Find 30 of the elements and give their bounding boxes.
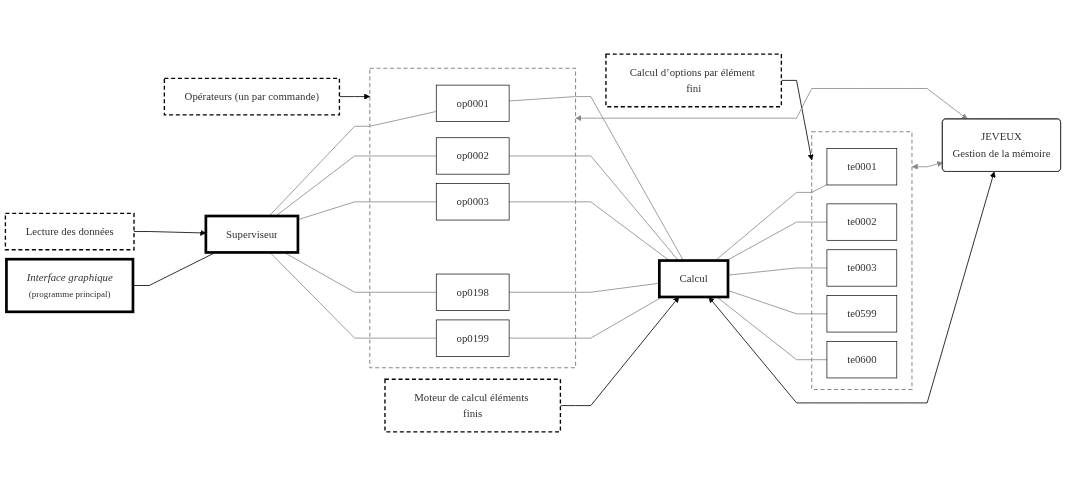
cluster <box>369 67 577 369</box>
connector <box>275 155 437 217</box>
node-box: op0002 <box>435 137 510 175</box>
connector <box>727 267 828 276</box>
node-box: Opérateurs (un par commande) <box>163 77 341 116</box>
node-box: Interface graphique (programme principal) <box>5 257 135 314</box>
node-box: te0003 <box>826 249 898 287</box>
connector <box>297 201 437 221</box>
connector <box>716 296 828 361</box>
node-box: te0599 <box>826 295 898 333</box>
node-box: te0600 <box>826 341 898 379</box>
connector <box>508 282 660 293</box>
node-box: op0199 <box>435 319 510 357</box>
node-box: Calcul <box>658 259 730 299</box>
node-box: op0001 <box>435 84 510 122</box>
connector <box>508 155 679 261</box>
node-box: op0198 <box>435 273 510 311</box>
node-box: Superviseur <box>204 214 300 254</box>
connector <box>727 290 828 315</box>
connector <box>726 221 828 261</box>
node-box: te0002 <box>826 203 898 241</box>
connector <box>268 111 437 217</box>
node-box: te0001 <box>826 148 898 186</box>
cluster <box>811 131 913 390</box>
connector <box>508 96 684 261</box>
connector <box>269 252 437 339</box>
node-box: Calcul d’options par élément fini <box>605 53 783 108</box>
node-box: op0003 <box>435 183 510 221</box>
node-box: Lecture des données <box>4 212 135 251</box>
node-box: Moteur de calcul éléments finis <box>384 378 562 433</box>
